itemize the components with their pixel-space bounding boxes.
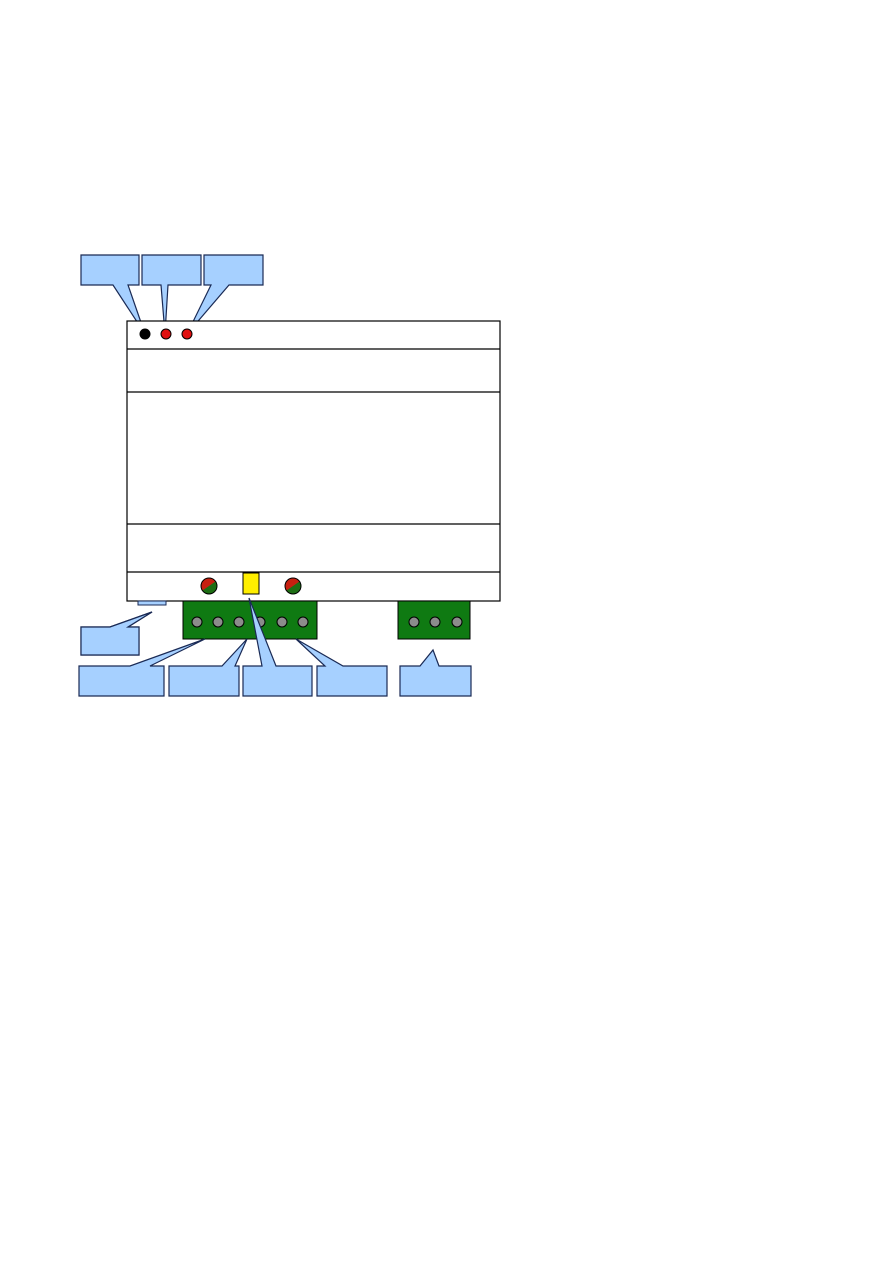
callout-top-3: [186, 254, 264, 335]
callout-bottom-5: [399, 648, 472, 697]
status-led-black: [139, 328, 151, 340]
callout-bottom-1: [78, 638, 206, 697]
callout-bottom-3: [242, 597, 313, 697]
mounting-tab: [137, 600, 167, 606]
callout-bottom-2: [168, 638, 248, 697]
front-button-right: [284, 577, 302, 595]
terminal-screw: [233, 616, 245, 628]
terminal-screw: [276, 616, 288, 628]
callout-top-1: [80, 254, 146, 335]
status-led-red-1: [160, 328, 172, 340]
terminal-screw: [451, 616, 463, 628]
front-button-left: [200, 577, 218, 595]
callout-tab: [80, 611, 153, 656]
callout-top-2: [141, 254, 202, 335]
status-led-red-2: [181, 328, 193, 340]
selector-switch: [242, 572, 260, 595]
callout-bottom-4: [295, 638, 388, 697]
terminal-screw: [429, 616, 441, 628]
terminal-screw: [191, 616, 203, 628]
terminal-block-main: [182, 600, 318, 640]
terminal-screw: [212, 616, 224, 628]
terminal-screw: [408, 616, 420, 628]
terminal-screw: [297, 616, 309, 628]
device-body: [126, 320, 501, 602]
terminal-block-secondary: [397, 600, 471, 640]
